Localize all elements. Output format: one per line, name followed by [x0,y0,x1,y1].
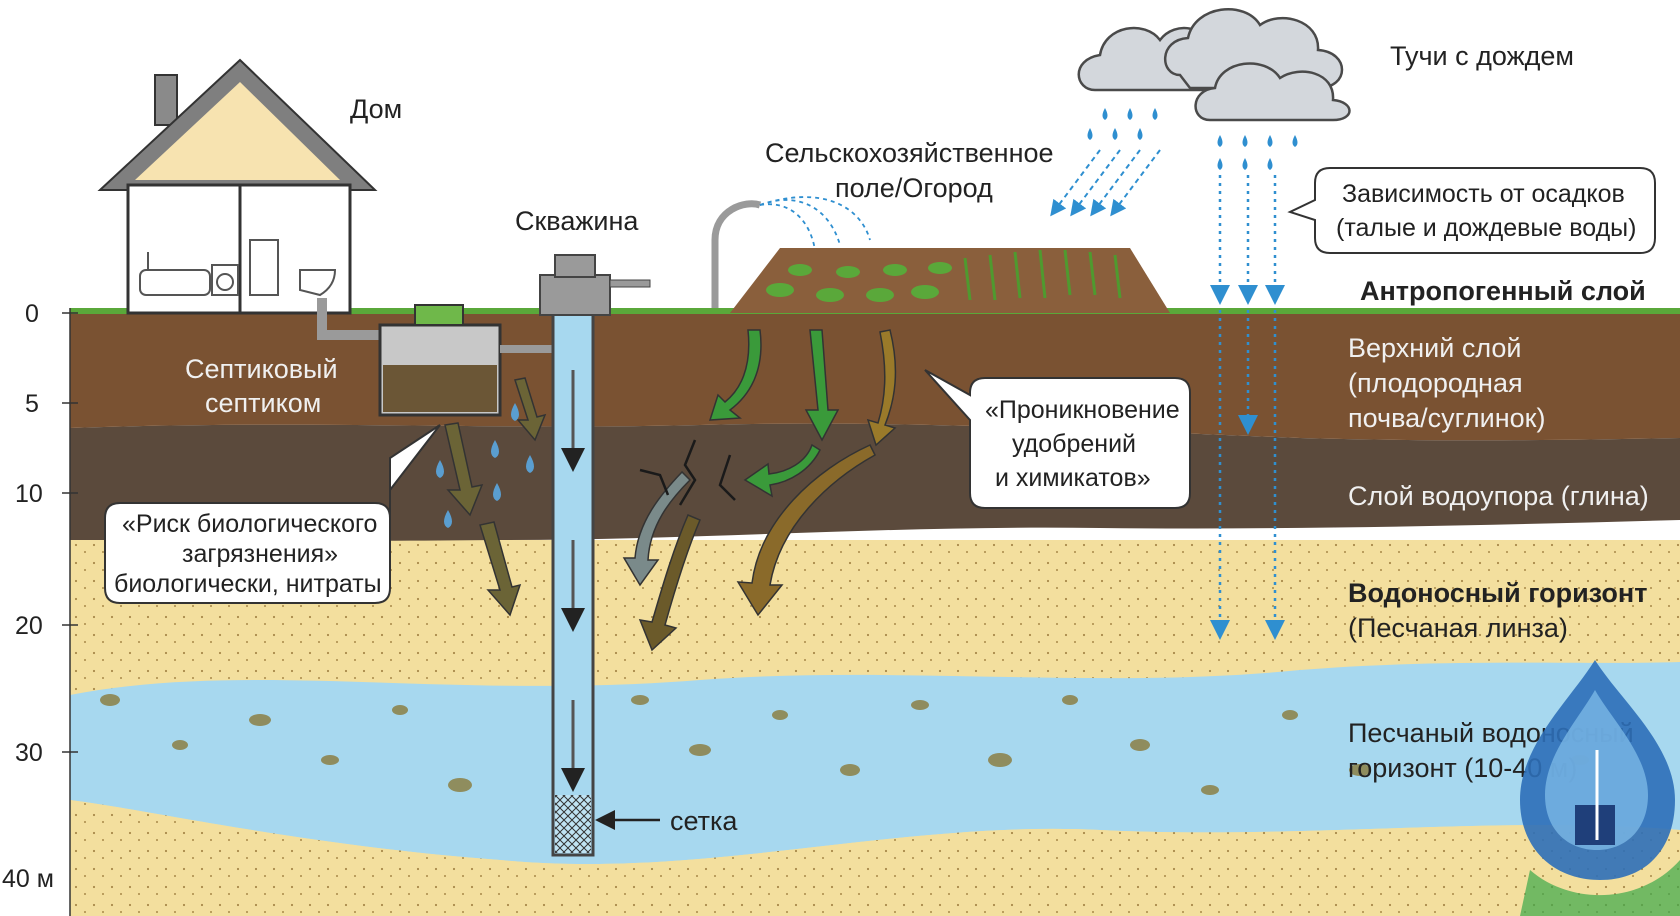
well-mesh [555,795,591,853]
aquifer-title-label: Водоносный горизонт [1348,578,1647,608]
house-icon: Дом [97,58,402,315]
cloud-icon [1077,8,1351,122]
anthropogenic-layer-label: Антропогенный слой [1360,276,1646,306]
drop-icon [493,483,501,501]
fertilizer-arrows [622,329,897,652]
depth-20: 20 [15,612,43,640]
grey-arrow-1 [622,470,692,587]
leak-arrow-2 [479,521,522,617]
drop-icon [436,460,444,478]
lower-sand-layer [70,800,1680,916]
mesh-label: сетка [670,806,738,836]
leak-arrow-1 [444,422,484,517]
aquifer-sub-label: (Песчаная линза) [1348,613,1568,643]
field-icon: Сельскохозяйственное поле/Огород [711,138,1170,313]
crop-rows [766,262,952,302]
septic-leak-arrows [444,377,547,617]
water-drop-logo [1520,660,1680,916]
green-arrow-3 [743,443,821,498]
leak-arrow-3 [514,377,547,442]
bio-callout-line2: загрязнения» [182,540,338,568]
washing-machine-icon [211,264,239,296]
fertilizer-callout: «Проникновение удобрений и химикатов» [924,369,1191,509]
toilet-icon [249,239,337,297]
precipitation-callout-line1: Зависимость от осадков [1342,180,1625,208]
drop-icon [444,510,452,528]
brown-arrow-2 [736,444,876,617]
drop-icon [526,455,534,473]
contamination-drops [436,403,534,528]
corn-rows [963,249,1122,301]
septic-label-line2: септиком [205,388,321,418]
well-icon: Скважина сетка [515,206,738,857]
green-arrow-1 [708,329,762,421]
clouds-label: Тучи с дождем [1390,41,1574,71]
drop-icon [511,403,519,421]
fertilizer-callout-line1: «Проникновение [985,396,1180,424]
house-label: Дом [350,94,402,124]
vertical-rain-arrows [1210,175,1285,640]
bio-callout-line1: «Риск биологического [122,510,377,538]
depth-40: 40 м [2,865,54,893]
topsoil-label-line1: Верхний слой [1348,333,1521,363]
water-layer [70,662,1680,865]
depth-scale: 0 5 10 20 30 40 м [2,300,78,916]
depth-5: 5 [25,390,39,418]
raindrops [1087,108,1298,170]
fertilizer-callout-line2: удобрений [1012,430,1136,458]
drop-icon [491,440,499,458]
topsoil-label-line2: (плодородная [1348,368,1523,398]
irrigation-pipe [711,200,762,308]
brown-arrow-3 [638,514,701,652]
irrigation-spray [759,196,871,251]
septic-label-line1: Септиковый [185,354,338,384]
bio-risk-callout: «Риск биологического загрязнения» биолог… [104,424,441,604]
topsoil-label-line3: почва/суглинок) [1348,403,1546,433]
brown-arrow-1 [866,329,897,447]
bathtub-icon [139,252,211,296]
depth-0: 0 [25,300,39,328]
field-label-line1: Сельскохозяйственное [765,138,1054,168]
depth-10: 10 [15,480,43,508]
field-label-line2: поле/Огород [835,173,993,203]
slanted-rain-arrows [1050,149,1161,217]
rain-clouds: Тучи с дождем [1050,8,1574,640]
fertilizer-callout-line3: и химикатов» [995,464,1151,492]
clay-layer [70,423,1680,541]
well-label: Скважина [515,206,639,236]
clay-cracks [639,439,736,506]
green-arrow-2 [804,329,840,442]
clay-layer-label: Слой водоупора (глина) [1348,481,1649,511]
precipitation-callout-line2: (талые и дождевые воды) [1336,214,1636,242]
bio-callout-line3: биологически, нитраты [114,570,382,598]
precipitation-callout: Зависимость от осадков (талые и дождевые… [1287,167,1656,254]
septic-system: Септиковый септиком [185,298,560,418]
depth-30: 30 [15,739,43,767]
